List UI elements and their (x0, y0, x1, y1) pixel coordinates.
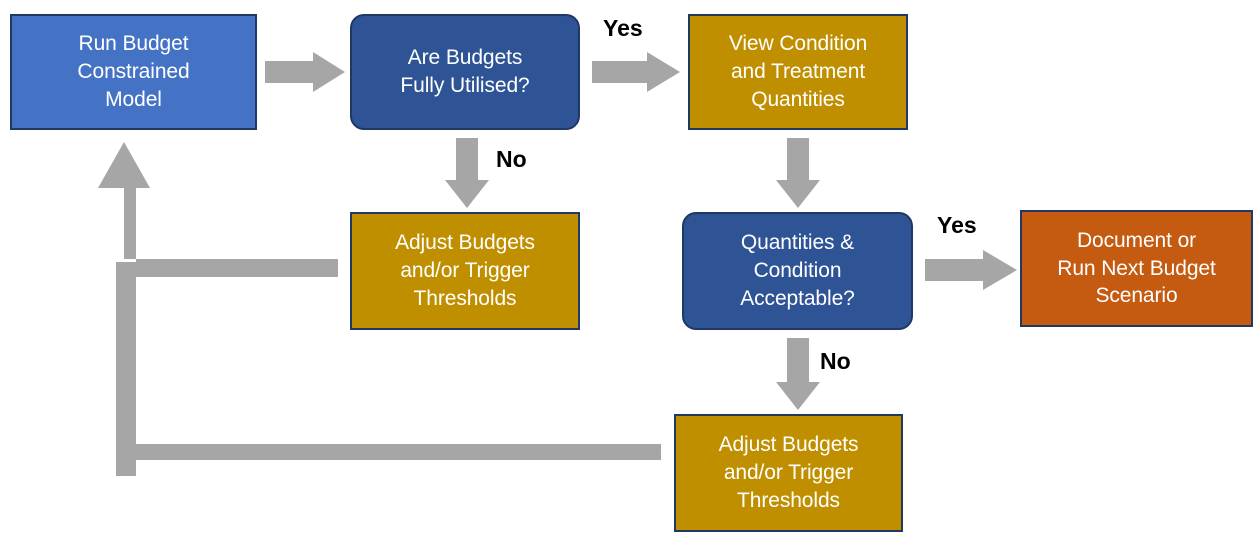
edge-label-no-quantities-acceptable: No (820, 348, 851, 374)
arrow-budgets-used-to-view-quantities (592, 52, 680, 92)
arrow-quantities-acceptable-to-document (925, 250, 1017, 290)
edge-label-yes-quantities-acceptable: Yes (937, 212, 977, 238)
node-quantities-and-condition-acceptable[interactable]: Quantities & Condition Acceptable? (682, 212, 913, 330)
arrow-view-quantities-to-quantities-acceptable (776, 138, 820, 208)
arrow-run-model-to-budgets-used (265, 52, 345, 92)
node-view-condition-and-treatment-quantities[interactable]: View Condition and Treatment Quantities (688, 14, 908, 130)
node-document-or-run-next-budget-scenario[interactable]: Document or Run Next Budget Scenario (1020, 210, 1253, 327)
arrow-adjust-mid-to-run-model-loop (98, 130, 338, 290)
node-are-budgets-fully-utilised[interactable]: Are Budgets Fully Utilised? (350, 14, 580, 130)
edge-label-yes-budgets-utilised: Yes (603, 15, 643, 41)
arrow-quantities-acceptable-to-adjust-bottom (776, 338, 820, 410)
edge-label-no-budgets-utilised: No (496, 146, 527, 172)
arrow-budgets-used-to-adjust-mid (445, 138, 489, 208)
node-run-budget-constrained-model[interactable]: Run Budget Constrained Model (10, 14, 257, 130)
node-adjust-budgets-thresholds-mid[interactable]: Adjust Budgets and/or Trigger Thresholds (350, 212, 580, 330)
node-adjust-budgets-thresholds-bottom[interactable]: Adjust Budgets and/or Trigger Thresholds (674, 414, 903, 532)
